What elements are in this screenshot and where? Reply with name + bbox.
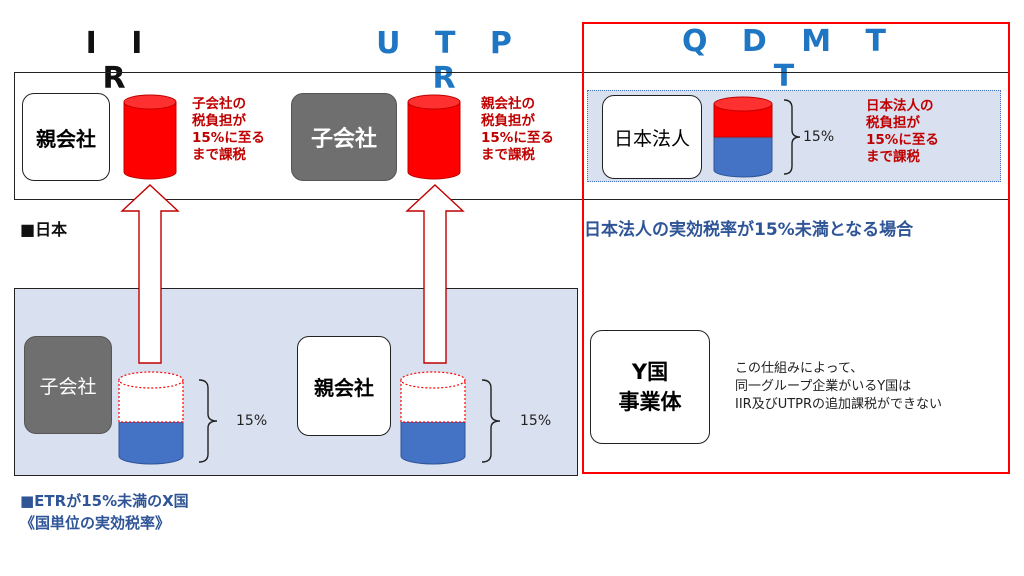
xcountry-label: ■ETRが15%未満のX国 《国単位の実効税率》 — [20, 490, 189, 534]
iir-up-arrow — [120, 184, 180, 364]
qdmtt-frame — [582, 22, 1010, 474]
xcountry-iir-bracket — [198, 379, 218, 463]
iir-header: I I R — [85, 26, 155, 96]
utpr-tax-note: 親会社の 税負担が 15%に至る まで課税 — [481, 96, 591, 164]
xcountry-subsidiary-box: 子会社 — [24, 336, 112, 434]
xcountry-parent-box: 親会社 — [297, 336, 391, 436]
xcountry-utpr-pct: 15% — [520, 413, 552, 429]
utpr-note-line-3: 15%に至る — [481, 130, 554, 146]
iir-note-line-1: 子会社の — [192, 96, 246, 112]
ycountry-entity-line-2: 事業体 — [618, 390, 682, 414]
iir-tax-note: 子会社の 税負担が 15%に至る まで課税 — [192, 96, 302, 164]
qdmtt-note-line-1: 日本法人の — [866, 98, 934, 114]
xcountry-label-line-2: 《国単位の実効税率》 — [20, 514, 171, 532]
utpr-note-line-2: 税負担が — [481, 113, 535, 129]
qdmtt-entity-box: 日本法人 — [602, 95, 702, 179]
xcountry-iir-pct: 15% — [236, 413, 268, 429]
iir-parent-box: 親会社 — [22, 93, 110, 181]
ycountry-note-line-1: この仕組みによって、 — [735, 361, 864, 376]
japan-label: ■日本 — [20, 220, 68, 239]
iir-red-cylinder — [123, 94, 177, 180]
ycountry-note: この仕組みによって、 同一グループ企業がいるY国は IIR及びUTPRの追加課税… — [735, 360, 1005, 414]
qdmtt-note-line-3: 15%に至る — [866, 132, 939, 148]
utpr-note-line-4: まで課税 — [481, 147, 535, 163]
qdmtt-pct-label: 15% — [803, 129, 835, 145]
iir-note-line-2: 税負担が — [192, 113, 246, 129]
qdmtt-entity-label: 日本法人 — [613, 127, 690, 150]
ycountry-entity-box: Y国 事業体 — [590, 330, 710, 444]
utpr-header: U T P R — [376, 26, 524, 96]
ycountry-note-line-2: 同一グループ企業がいるY国は — [735, 379, 912, 394]
qdmtt-tax-note: 日本法人の 税負担が 15%に至る まで課税 — [866, 98, 986, 166]
qdmtt-header: Q D M T T — [681, 24, 899, 94]
qdmtt-note-line-2: 税負担が — [866, 115, 920, 131]
iir-note-line-3: 15%に至る — [192, 130, 265, 146]
xcountry-subsidiary-label: 子会社 — [39, 375, 97, 398]
xcountry-utpr-cylinder — [400, 371, 466, 465]
qdmtt-bracket — [783, 99, 801, 175]
xcountry-iir-cylinder — [118, 371, 184, 465]
utpr-red-cylinder — [407, 94, 461, 180]
ycountry-entity-line-1: Y国 — [631, 360, 669, 384]
utpr-up-arrow — [405, 184, 465, 364]
iir-note-line-4: まで課税 — [192, 147, 246, 163]
utpr-subsidiary-box: 子会社 — [291, 93, 397, 181]
xcountry-utpr-bracket — [481, 379, 501, 463]
utpr-note-line-1: 親会社の — [481, 96, 535, 112]
xcountry-label-line-1: ■ETRが15%未満のX国 — [20, 492, 189, 510]
ycountry-note-line-3: IIR及びUTPRの追加課税ができない — [735, 397, 943, 412]
qdmtt-condition: 日本法人の実効税率が15%未満となる場合 — [584, 220, 914, 240]
qdmtt-note-line-4: まで課税 — [866, 149, 920, 165]
qdmtt-cylinder — [713, 96, 773, 178]
